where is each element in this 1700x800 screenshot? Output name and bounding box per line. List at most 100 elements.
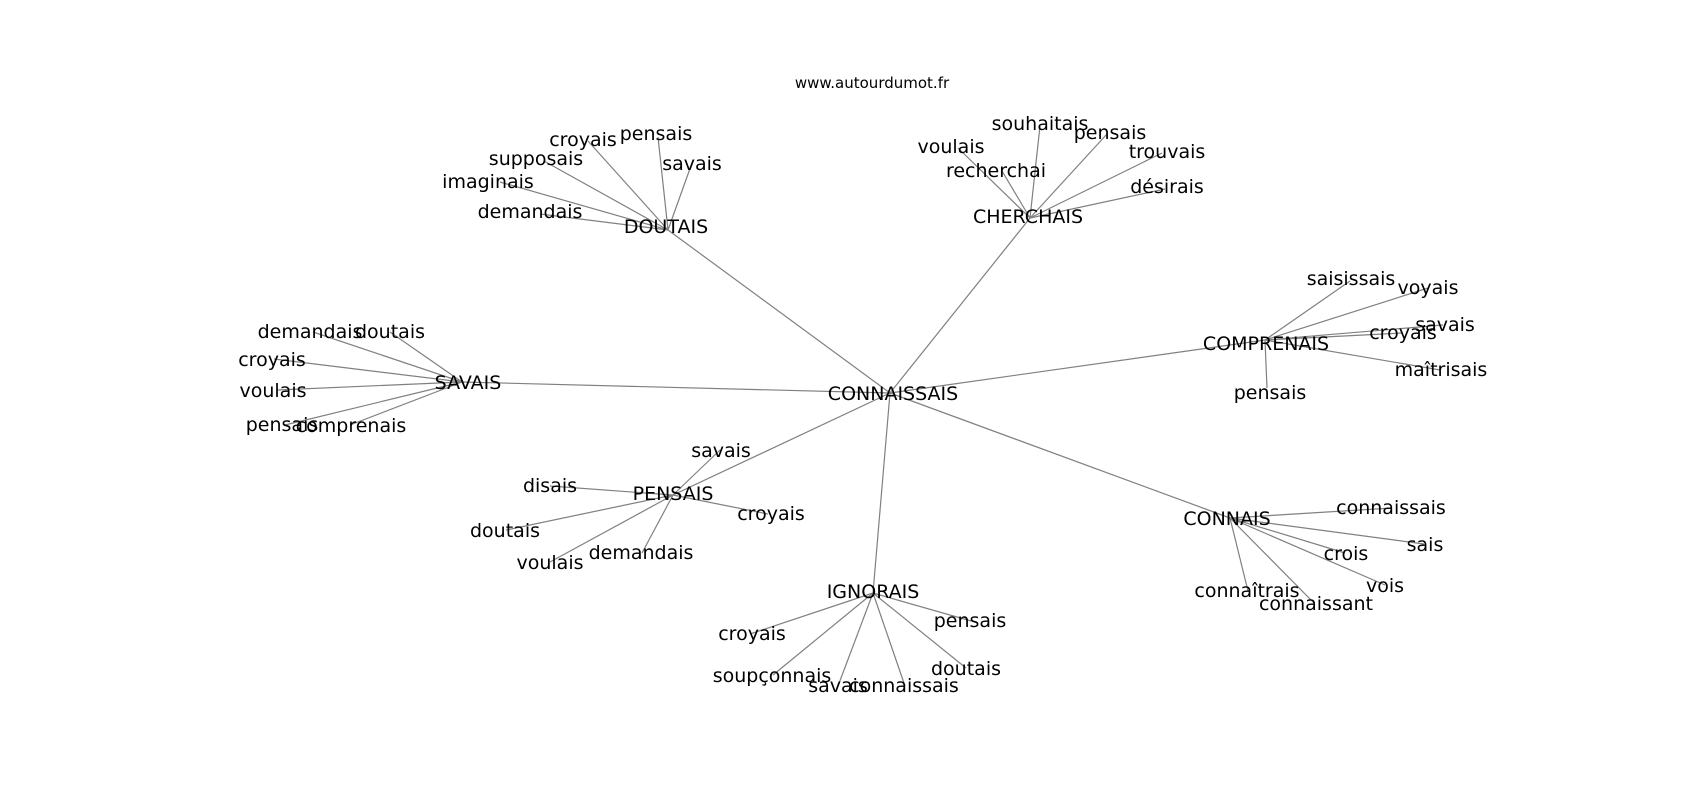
edge-ignorais-leaf	[837, 592, 874, 687]
edge-center-comprenais	[889, 339, 1266, 394]
leaf-word[interactable]: supposais	[489, 148, 583, 170]
edge-cherchais-leaf	[1001, 170, 1031, 219]
edge-center-savais	[461, 381, 891, 394]
edge-connais-leaf	[1229, 517, 1386, 586]
edge-center-connais	[889, 392, 1231, 519]
edge-comprenais-leaf	[1264, 339, 1268, 389]
center-word[interactable]: CONNAISSAIS	[828, 383, 958, 405]
edge-doutais-leaf	[587, 140, 669, 231]
edge-doutais-leaf	[539, 213, 669, 231]
leaf-word[interactable]: soupçonnais	[713, 665, 832, 687]
edge-cherchais-leaf	[1029, 133, 1108, 219]
edge-pensais-leaf	[672, 449, 721, 496]
leaf-word[interactable]: croyais	[549, 129, 617, 151]
leaf-word[interactable]: pensais	[1074, 122, 1147, 144]
leaf-word[interactable]: connaissais	[1336, 497, 1446, 519]
edge-ignorais-leaf	[872, 592, 906, 687]
leaf-word[interactable]: voyais	[1398, 277, 1459, 299]
leaf-word[interactable]: pensais	[934, 610, 1007, 632]
edge-cherchais-leaf	[1029, 152, 1163, 219]
leaf-word[interactable]: voulais	[917, 136, 984, 158]
leaf-word[interactable]: croyais	[238, 349, 306, 371]
edge-cherchais-leaf	[957, 147, 1031, 219]
leaf-word[interactable]: croyais	[1369, 322, 1437, 344]
leaf-word[interactable]: doutais	[470, 520, 540, 542]
edge-doutais-leaf	[499, 181, 669, 231]
leaf-word[interactable]: vois	[1366, 575, 1404, 597]
edge-connais-leaf	[1229, 517, 1346, 554]
edge-connais-leaf	[1229, 517, 1249, 592]
leaf-word[interactable]: pensais	[1234, 382, 1307, 404]
leaf-word[interactable]: doutais	[931, 658, 1001, 680]
leaf-word[interactable]: croyais	[718, 623, 786, 645]
edge-center-ignorais	[872, 392, 891, 594]
leaf-word[interactable]: savais	[662, 153, 722, 175]
leaf-word[interactable]: connaissais	[849, 675, 959, 697]
edge-connais-leaf	[1229, 507, 1393, 519]
leaf-word[interactable]: pensais	[620, 123, 693, 145]
leaf-word[interactable]: souhaitais	[992, 113, 1089, 135]
leaf-word[interactable]: savais	[1415, 314, 1475, 336]
leaf-word[interactable]: disais	[523, 475, 577, 497]
edges	[273, 125, 1444, 687]
edge-center-pensais	[672, 392, 891, 496]
leaf-word[interactable]: voulais	[239, 380, 306, 402]
edge-cherchais-leaf	[1029, 188, 1166, 219]
edge-connais-leaf	[1229, 517, 1315, 604]
leaf-word[interactable]: maîtrisais	[1395, 359, 1488, 381]
edge-savais-leaf	[312, 331, 463, 383]
edge-ignorais-leaf	[872, 592, 967, 669]
site-label: www.autourdumot.fr	[795, 74, 950, 92]
edge-savais-leaf	[389, 331, 463, 383]
edge-center-cherchais	[889, 217, 1031, 394]
hub-word-ignorais[interactable]: IGNORAIS	[827, 581, 920, 603]
leaf-word[interactable]: connaissant	[1259, 593, 1373, 615]
edge-savais-leaf	[349, 381, 463, 426]
hub-word-comprenais[interactable]: COMPRENAIS	[1203, 333, 1329, 355]
edge-pensais-leaf	[549, 494, 674, 563]
leaf-word[interactable]: voulais	[516, 552, 583, 574]
edge-connais-leaf	[1229, 517, 1425, 545]
edge-comprenais-leaf	[1264, 324, 1444, 341]
hub-word-savais[interactable]: SAVAIS	[435, 372, 502, 394]
leaf-word[interactable]: trouvais	[1129, 141, 1206, 163]
leaf-word[interactable]: comprenais	[296, 415, 407, 437]
edge-comprenais-leaf	[1264, 280, 1351, 341]
edge-comprenais-leaf	[1264, 332, 1404, 341]
leaf-word[interactable]: savais	[808, 675, 868, 697]
leaf-word[interactable]: recherchai	[946, 160, 1046, 182]
edge-doutais-leaf	[543, 160, 669, 231]
leaf-word[interactable]: crois	[1324, 543, 1369, 565]
leaf-word[interactable]: savais	[691, 440, 751, 462]
leaf-word[interactable]: demandais	[589, 542, 694, 564]
edge-doutais-leaf	[657, 136, 669, 231]
leaf-word[interactable]: sais	[1407, 534, 1444, 556]
hub-word-cherchais[interactable]: CHERCHAIS	[973, 206, 1083, 228]
leaf-word[interactable]: croyais	[737, 503, 805, 525]
edge-savais-leaf	[273, 358, 463, 383]
leaf-word[interactable]: doutais	[355, 321, 425, 343]
edge-pensais-leaf	[672, 494, 769, 515]
leaf-word[interactable]: saisissais	[1307, 268, 1396, 290]
leaf-word[interactable]: demandais	[478, 201, 583, 223]
leaf-word[interactable]: pensais	[246, 414, 319, 436]
edge-savais-leaf	[276, 381, 463, 391]
hub-word-pensais[interactable]: PENSAIS	[633, 483, 714, 505]
edge-ignorais-leaf	[749, 592, 874, 635]
edge-ignorais-leaf	[872, 592, 972, 622]
leaf-word[interactable]: désirais	[1130, 176, 1204, 198]
hub-word-doutais[interactable]: DOUTAIS	[624, 216, 708, 238]
edge-comprenais-leaf	[1264, 287, 1429, 341]
leaf-word[interactable]: demandais	[258, 321, 363, 343]
edge-ignorais-leaf	[772, 592, 874, 676]
edge-pensais-leaf	[505, 494, 674, 531]
edge-savais-leaf	[284, 381, 463, 426]
edge-doutais-leaf	[667, 162, 693, 231]
leaf-word[interactable]: imaginais	[442, 171, 534, 193]
leaf-word[interactable]: connaîtrais	[1194, 580, 1299, 602]
hub-word-connais[interactable]: CONNAIS	[1183, 508, 1270, 530]
edge-cherchais-leaf	[1029, 125, 1041, 219]
edge-pensais-leaf	[549, 485, 674, 496]
